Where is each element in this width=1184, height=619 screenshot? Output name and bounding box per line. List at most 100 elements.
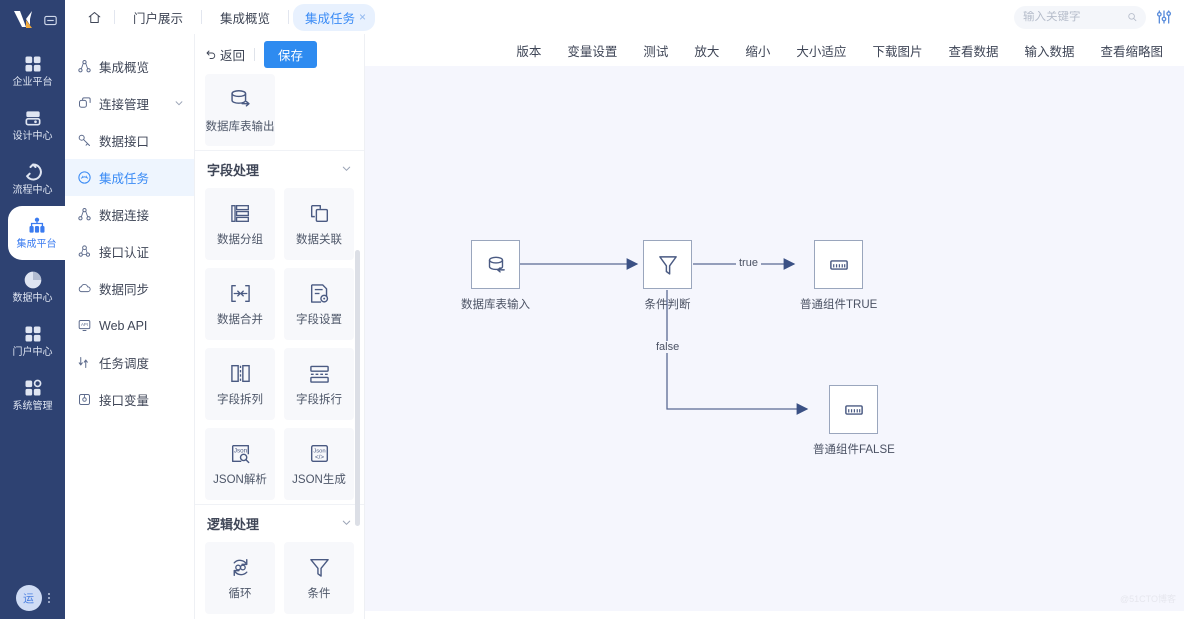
node-condition[interactable]: 条件判断 xyxy=(643,240,692,312)
merge-icon xyxy=(230,284,250,303)
menu-item-data-interface[interactable]: 数据接口 xyxy=(65,122,194,159)
menu-item-interface-auth[interactable]: 接口认证 xyxy=(65,233,194,270)
menu-item-interface-variable[interactable]: 接口变量 xyxy=(65,381,194,418)
menu-item-data-sync[interactable]: 数据同步 xyxy=(65,270,194,307)
flow-canvas[interactable]: 数据库表输入 条件判断 普通组件TRUE xyxy=(365,66,1184,611)
divider xyxy=(114,10,115,24)
group-title: 字段处理 xyxy=(207,163,260,178)
toolbar-button-view-data[interactable]: 查看数据 xyxy=(948,44,999,59)
palette-card-json-parse[interactable]: Json JSON解析 xyxy=(205,428,275,500)
back-button[interactable]: 返回 xyxy=(205,45,245,64)
sidebar-item-label: 数据中心 xyxy=(12,293,53,304)
flow-edges xyxy=(511,258,809,415)
node-db-input[interactable]: 数据库表输入 xyxy=(461,240,530,312)
sidebar-item-system[interactable]: 系统管理 xyxy=(0,368,65,422)
node-box[interactable] xyxy=(471,240,520,289)
toolbar-button-test[interactable]: 测试 xyxy=(643,44,669,59)
grid-four-icon xyxy=(25,56,40,72)
save-button[interactable]: 保存 xyxy=(264,40,318,68)
tab-integration-task[interactable]: 集成任务 × xyxy=(293,3,376,31)
chevron-down-icon[interactable] xyxy=(341,161,352,179)
palette-top-row: 数据库表输出 xyxy=(195,74,364,146)
palette-card-split-row[interactable]: 字段拆行 xyxy=(284,348,354,420)
menu-item-web-api[interactable]: API Web API xyxy=(65,307,194,344)
toolbar-button-zoom-in[interactable]: 放大 xyxy=(694,44,720,59)
palette-group-field-cards: 数据分组 数据关联 数据合并 xyxy=(195,188,364,500)
palette-toolbar: 返回 保存 xyxy=(195,34,364,74)
cloud-sync-icon xyxy=(78,283,91,293)
component-icon xyxy=(845,404,863,415)
palette-card-field-settings[interactable]: 字段设置 xyxy=(284,268,354,340)
palette-card-data-merge[interactable]: 数据合并 xyxy=(205,268,275,340)
search-icon[interactable] xyxy=(1127,11,1137,23)
palette-scrollbar[interactable] xyxy=(355,250,360,526)
palette-scroll-area[interactable]: 数据库表输出 字段处理 数据分组 xyxy=(195,74,364,619)
component-palette: 返回 保存 数据库表输出 字段处理 xyxy=(195,34,365,619)
chevron-down-icon[interactable] xyxy=(341,515,352,533)
palette-card-data-relate[interactable]: 数据关联 xyxy=(284,188,354,260)
menu-item-label: 连接管理 xyxy=(99,98,150,112)
tab-label: 集成任务 xyxy=(305,11,356,26)
json-generate-icon: Json </> xyxy=(310,444,328,463)
toolbar-button-variable-settings[interactable]: 变量设置 xyxy=(567,44,618,59)
app-logo[interactable] xyxy=(0,0,65,40)
tab-integration-overview[interactable]: 集成概览 xyxy=(220,11,271,26)
toolbar-button-fit-size[interactable]: 大小适应 xyxy=(796,44,847,59)
sidebar-item-design[interactable]: 设计中心 xyxy=(0,98,65,152)
avatar[interactable]: 运 xyxy=(15,585,42,611)
menu-item-data-connection[interactable]: 数据连接 xyxy=(65,196,194,233)
palette-card-loop[interactable]: 循环 xyxy=(205,542,275,614)
sidebar-item-data[interactable]: 数据中心 xyxy=(0,260,65,314)
home-icon[interactable] xyxy=(79,10,110,25)
menu-item-label: 接口变量 xyxy=(99,394,150,408)
node-component-false[interactable]: 普通组件FALSE xyxy=(813,385,895,457)
toolbar-button-zoom-out[interactable]: 缩小 xyxy=(745,44,771,59)
sidebar-item-process[interactable]: 流程中心 xyxy=(0,152,65,206)
divider xyxy=(254,47,256,61)
node-component-true[interactable]: 普通组件TRUE xyxy=(800,240,877,312)
palette-card-label: 数据库表输出 xyxy=(205,121,275,133)
search-input[interactable] xyxy=(1023,11,1123,23)
menu-item-label: 数据连接 xyxy=(99,209,150,223)
chevron-down-icon[interactable] xyxy=(174,97,184,111)
menu-item-integration-task[interactable]: 集成任务 xyxy=(65,159,194,196)
sidebar-item-portal[interactable]: 门户中心 xyxy=(0,314,65,368)
top-navigation-bar: 门户展示 集成概览 集成任务 × xyxy=(65,0,1184,34)
menu-item-integration-overview[interactable]: 集成概览 xyxy=(65,48,194,85)
toolbar-button-input-data[interactable]: 输入数据 xyxy=(1024,44,1075,59)
edge-condition-to-false xyxy=(666,290,809,415)
palette-card-json-generate[interactable]: Json </> JSON生成 xyxy=(284,428,354,500)
node-box[interactable] xyxy=(829,385,879,434)
palette-group-logic-processing[interactable]: 逻辑处理 xyxy=(195,504,364,542)
primary-sidebar: 企业平台 设计中心 流程中心 xyxy=(0,0,65,619)
palette-card-split-column[interactable]: 字段拆列 xyxy=(205,348,275,420)
canvas-toolbar: 版本 变量设置 测试 放大 缩小 大小适应 下载图片 查看数据 输入数据 查看缩… xyxy=(365,34,1184,66)
palette-card-data-group[interactable]: 数据分组 xyxy=(205,188,275,260)
toolbar-button-download-image[interactable]: 下载图片 xyxy=(872,44,923,59)
sidebar-item-integration[interactable]: 集成平台 xyxy=(8,206,65,260)
group-rows-icon xyxy=(230,205,249,222)
toolbar-button-view-thumbnail[interactable]: 查看缩略图 xyxy=(1100,44,1163,59)
svg-text:API: API xyxy=(81,322,88,327)
component-icon xyxy=(829,259,848,270)
node-box[interactable] xyxy=(814,240,864,289)
toolbar-button-version[interactable]: 版本 xyxy=(516,44,542,59)
node-label: 数据库表输入 xyxy=(461,299,530,311)
menu-item-label: Web API xyxy=(99,318,148,333)
palette-card-db-output[interactable]: 数据库表输出 xyxy=(205,74,275,146)
node-box[interactable] xyxy=(643,240,692,289)
svg-text:Json: Json xyxy=(313,449,325,455)
palette-card-condition[interactable]: 条件 xyxy=(284,542,354,614)
flow-icon xyxy=(25,163,42,181)
sliders-icon[interactable] xyxy=(1156,9,1172,25)
task-circle-icon xyxy=(78,171,91,184)
menu-item-connection-management[interactable]: 连接管理 xyxy=(65,85,194,122)
palette-group-field-processing[interactable]: 字段处理 xyxy=(195,150,364,188)
more-vertical-icon[interactable] xyxy=(47,593,50,603)
palette-card-label: JSON生成 xyxy=(292,474,346,486)
sidebar-item-enterprise[interactable]: 企业平台 xyxy=(0,44,65,98)
close-icon[interactable]: × xyxy=(359,10,367,24)
tab-portal-display[interactable]: 门户展示 xyxy=(133,11,184,26)
menu-item-task-schedule[interactable]: 任务调度 xyxy=(65,344,194,381)
search-box[interactable] xyxy=(1014,5,1146,29)
